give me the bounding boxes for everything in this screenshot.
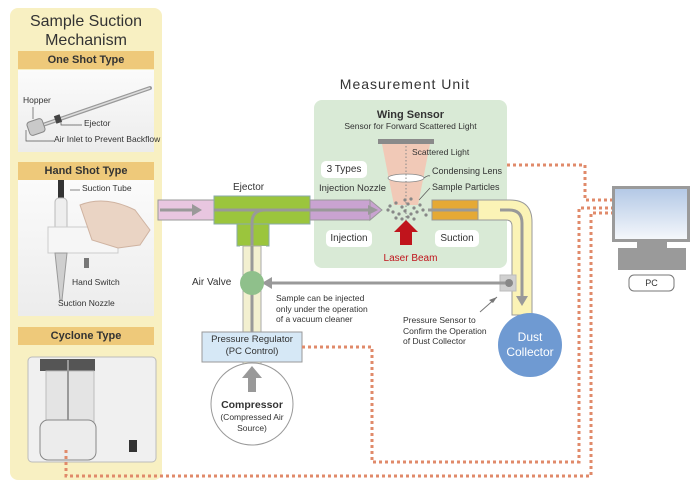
air-valve-label: Air Valve — [192, 277, 232, 288]
note-line: only under the operation — [276, 303, 368, 314]
cyclone-device-icon — [27, 356, 157, 463]
measurement-unit-title: Measurement Unit — [339, 76, 471, 92]
particle — [424, 213, 428, 217]
particle — [391, 210, 395, 214]
injection-note: Sample can be injected only under the op… — [276, 293, 368, 325]
compressor — [210, 362, 294, 446]
ejector-block — [213, 195, 311, 247]
sensor-line: of Dust Collector — [403, 336, 466, 346]
dust-line: Collector — [506, 345, 554, 359]
callout-ejector: Ejector — [84, 118, 111, 128]
section-cyclone-type: Cyclone Type — [18, 327, 154, 345]
one-shot-device-icon — [26, 86, 152, 136]
wing-sensor-bar — [378, 139, 434, 144]
one-shot-callout-lines — [25, 107, 82, 142]
pressure-sensor-label: Pressure Sensor to Confirm the Operation… — [403, 315, 487, 347]
compressor-up-arrow-icon — [242, 366, 262, 392]
callout-hopper: Hopper — [23, 95, 51, 105]
particle — [397, 212, 401, 216]
injection-badge: Injection — [326, 230, 372, 247]
particle — [386, 208, 390, 212]
particle — [406, 215, 410, 219]
compressor-subtitle: (Compressed Air Source) — [211, 412, 293, 433]
regulator-line: (PC Control) — [225, 346, 279, 357]
pc-label-box — [628, 274, 675, 292]
sample-particles-label: Sample Particles — [432, 182, 500, 192]
dust-line: Dust — [517, 330, 543, 344]
pc-label: PC — [645, 278, 658, 288]
particle — [409, 212, 413, 216]
air-path — [250, 208, 310, 270]
types-badge: 3 Types — [321, 161, 367, 178]
section-hand-shot-type: Hand Shot Type — [18, 162, 154, 180]
callout-suction-tube: Suction Tube — [82, 183, 132, 193]
compressor-sub-line: Source) — [237, 422, 267, 433]
particle — [400, 217, 404, 221]
suction-tube — [477, 199, 533, 316]
callout-hand-switch: Hand Switch — [72, 277, 120, 287]
pressure-regulator — [201, 331, 303, 363]
section-one-shot-type: One Shot Type — [18, 51, 154, 69]
sensor-line: Pressure Sensor to — [403, 315, 476, 325]
injection-nozzle-label: Injection Nozzle — [319, 183, 387, 194]
sensor-line: Confirm the Operation — [403, 325, 487, 336]
callout-suction-nozzle: Suction Nozzle — [58, 298, 115, 308]
note-line: Sample can be injected — [276, 293, 365, 303]
particle — [418, 203, 422, 207]
pressure-regulator-label: Pressure Regulator (PC Control) — [202, 334, 302, 358]
sample-particles — [386, 197, 428, 221]
particle — [394, 216, 398, 220]
laser-beam-arrow-icon — [394, 220, 418, 245]
valve-arrow-icon — [262, 277, 272, 289]
note-line: of a vacuum cleaner — [276, 314, 353, 324]
particle — [403, 209, 407, 213]
particle — [415, 210, 419, 214]
compressor-sub-line: (Compressed Air — [220, 412, 284, 422]
suction-badge: Suction — [435, 230, 479, 247]
dust-collector-label: Dust Collector — [498, 330, 562, 360]
regulator-line: Pressure Regulator — [211, 334, 293, 345]
particle — [412, 206, 416, 210]
particle — [394, 201, 398, 205]
sample-suction-title: Sample Suction Mechanism — [29, 13, 143, 49]
wing-sensor-subtitle: Sensor for Forward Scattered Light — [344, 121, 477, 131]
particle — [403, 198, 407, 202]
dust-collector — [498, 313, 562, 377]
callout-air-inlet: Air Inlet to Prevent Backflow — [54, 134, 161, 144]
suction-down-arrow-icon — [516, 296, 528, 306]
particle — [421, 208, 425, 212]
laser-beam-label: Laser Beam — [383, 253, 438, 264]
wing-sensor-title: Wing Sensor — [376, 109, 445, 121]
scattered-light-label: Scattered Light — [412, 147, 470, 157]
inlet-arrow-icon — [192, 204, 202, 216]
particle — [412, 217, 416, 221]
ejector-label: Ejector — [233, 182, 265, 193]
air-valve — [240, 271, 264, 295]
particle — [388, 204, 392, 208]
particle — [409, 197, 413, 201]
particle — [406, 202, 410, 206]
compressor-title: Compressor — [221, 399, 283, 411]
pc-icon — [612, 186, 690, 270]
condensing-lens-label: Condensing Lens — [432, 166, 503, 176]
control-signal-lines — [64, 163, 612, 478]
particle — [400, 205, 404, 209]
hand-shot-device-icon — [47, 180, 151, 301]
